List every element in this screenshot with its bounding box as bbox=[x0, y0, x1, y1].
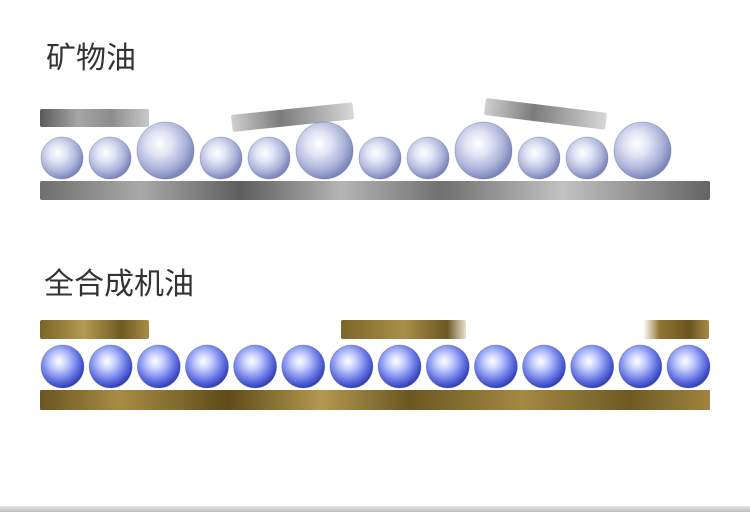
mineral-ball bbox=[88, 136, 132, 180]
mineral-ball bbox=[454, 121, 513, 180]
synthetic-ball bbox=[185, 344, 229, 389]
mineral-ball bbox=[517, 136, 561, 180]
mineral-ball bbox=[40, 136, 84, 180]
mineral-ball bbox=[295, 121, 354, 180]
synthetic-ball bbox=[40, 344, 85, 389]
mineral-ball bbox=[565, 136, 609, 180]
synthetic-top-plate-1 bbox=[40, 320, 149, 339]
mineral-ball bbox=[406, 136, 450, 180]
bottom-divider bbox=[0, 506, 750, 512]
mineral-top-plate-2 bbox=[231, 102, 354, 132]
synthetic-top-plate-2 bbox=[341, 320, 466, 339]
synthetic-base-bar bbox=[40, 390, 710, 410]
synthetic-balls bbox=[40, 344, 711, 389]
mineral-balls bbox=[40, 121, 672, 180]
mineral-oil-title: 矿物油 bbox=[46, 41, 136, 76]
synthetic-ball bbox=[329, 344, 374, 389]
synthetic-oil-section bbox=[40, 320, 711, 410]
mineral-oil-section bbox=[40, 98, 710, 200]
mineral-ball bbox=[136, 121, 195, 180]
mineral-top-plate-3 bbox=[484, 98, 607, 130]
mineral-ball bbox=[199, 136, 243, 180]
synthetic-ball bbox=[136, 344, 181, 389]
synthetic-oil-title: 全合成机油 bbox=[44, 267, 194, 302]
synthetic-ball bbox=[473, 344, 518, 389]
mineral-base-bar bbox=[40, 181, 710, 200]
mineral-ball bbox=[247, 136, 291, 180]
synthetic-ball bbox=[281, 344, 326, 389]
synthetic-ball bbox=[618, 344, 663, 389]
synthetic-top-plate-3 bbox=[643, 320, 709, 339]
synthetic-ball bbox=[522, 344, 566, 389]
synthetic-ball bbox=[233, 344, 278, 389]
mineral-top-plate-1 bbox=[40, 109, 149, 127]
synthetic-ball bbox=[425, 344, 470, 389]
mineral-ball bbox=[613, 121, 672, 180]
synthetic-ball bbox=[666, 344, 711, 389]
synthetic-ball bbox=[570, 344, 615, 389]
synthetic-ball bbox=[377, 344, 422, 389]
mineral-ball bbox=[358, 136, 402, 180]
synthetic-ball bbox=[88, 344, 133, 389]
